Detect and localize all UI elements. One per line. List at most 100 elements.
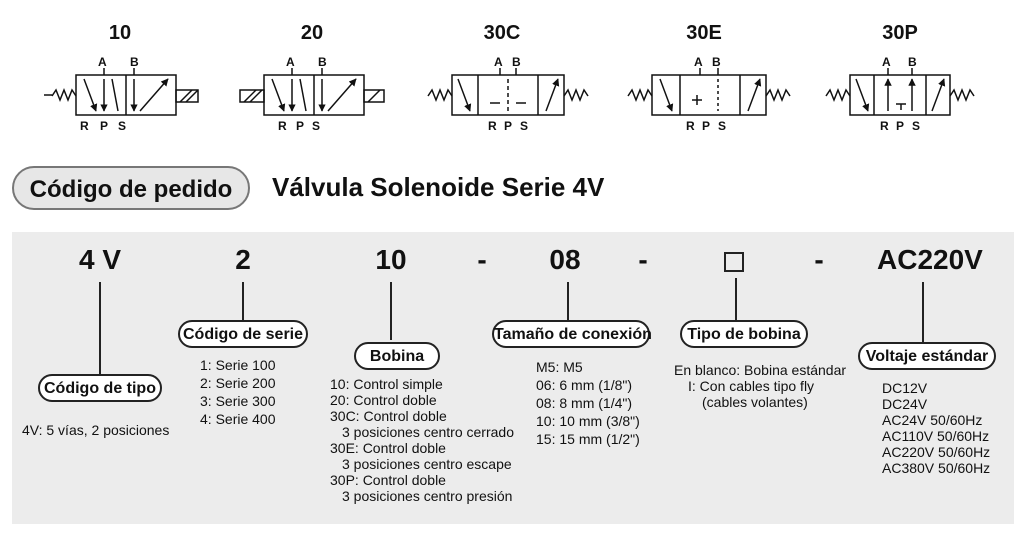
port-label: P (504, 119, 512, 133)
port-label: R (880, 119, 889, 133)
list-item: DC24V (882, 396, 928, 412)
type-code-label: Código de tipo (38, 374, 162, 402)
code-part-connection: 08 (549, 244, 581, 275)
coil-list: 10: Control simple 20: Control doble 30C… (330, 376, 514, 504)
port-label: B (908, 55, 917, 69)
code-part-series: 2 (235, 244, 251, 275)
code-separator: - (477, 244, 487, 275)
series-code-list: 1: Serie 100 2: Serie 200 3: Serie 300 4… (200, 356, 276, 428)
spring-icon (51, 87, 77, 103)
list-item: 30E: Control doble (330, 440, 446, 456)
list-item: 4V: 5 vías, 2 posiciones (22, 422, 170, 438)
connector-line (567, 282, 569, 320)
valve-symbol-30e (627, 68, 791, 116)
list-item: 3: Serie 300 (200, 393, 276, 409)
port-label: A (494, 55, 503, 69)
code-separator: - (638, 244, 648, 275)
port-label: A (98, 55, 107, 69)
list-item: 30P: Control doble (330, 472, 446, 488)
port-label: P (100, 119, 108, 133)
port-label: R (80, 119, 89, 133)
solenoid-icon (363, 89, 385, 103)
port-labels: A B R P S A B R P S A B R P S A B R P S … (80, 55, 920, 133)
list-item: 2: Serie 200 (200, 375, 276, 391)
list-item: 3 posiciones centro cerrado (342, 424, 514, 440)
port-label: P (896, 119, 904, 133)
spring-icon (949, 87, 975, 103)
code-part-type: 4 V (78, 244, 122, 275)
port-label: B (512, 55, 521, 69)
connector-line (922, 282, 924, 342)
port-label: A (286, 55, 295, 69)
list-item: 15: 15 mm (1/2") (536, 431, 640, 447)
list-item: 10: Control simple (330, 376, 443, 392)
connection-size-label: Tamaño de conexión (492, 320, 652, 348)
port-label: B (130, 55, 139, 69)
port-label: S (520, 119, 528, 133)
standard-voltage-list: DC12V DC24V AC24V 50/60Hz AC110V 50/60Hz… (882, 380, 990, 476)
valve-title-30p: 30P (882, 22, 918, 44)
list-item: 10: 10 mm (3/8") (536, 413, 640, 429)
spring-icon (427, 87, 453, 103)
list-item: M5: M5 (536, 359, 583, 375)
list-item: 08: 8 mm (1/4") (536, 395, 632, 411)
connector-line (735, 278, 737, 320)
list-item: AC220V 50/60Hz (882, 444, 991, 460)
port-label: A (694, 55, 703, 69)
empty-square-icon (724, 252, 744, 272)
code-part-coil: 10 (375, 244, 407, 275)
list-item: (cables volantes) (702, 394, 808, 410)
port-label: B (318, 55, 327, 69)
list-item: AC380V 50/60Hz (882, 460, 991, 476)
code-separator: - (814, 244, 824, 275)
standard-voltage-label: Voltaje estándar (858, 342, 996, 370)
valve-symbols: A B R P S A B R P S A B R P S A B R P S … (44, 55, 975, 133)
spring-icon (563, 87, 589, 103)
port-label: R (278, 119, 287, 133)
valve-title-30c: 30C (483, 22, 521, 44)
valve-symbol-20 (239, 68, 385, 116)
list-item: 3 posiciones centro escape (342, 456, 512, 472)
type-code-list: 4V: 5 vías, 2 posiciones (22, 422, 169, 438)
coil-label: Bobina (354, 342, 440, 370)
port-label: S (718, 119, 726, 133)
list-item: 3 posiciones centro presión (342, 488, 513, 504)
list-item: AC110V 50/60Hz (882, 428, 990, 444)
port-label: S (312, 119, 320, 133)
series-code-label: Código de serie (178, 320, 308, 348)
code-part-voltage: AC220V (877, 244, 983, 275)
port-label: S (118, 119, 126, 133)
port-label: P (702, 119, 710, 133)
spring-icon (627, 87, 653, 103)
list-item: 1: Serie 100 (200, 357, 276, 373)
valve-title-10: 10 (108, 22, 132, 44)
valve-symbol-10 (44, 68, 199, 116)
valve-symbol-30p (825, 68, 975, 116)
list-item: 4: Serie 400 (200, 411, 276, 427)
list-item: I: Con cables tipo fly (688, 378, 815, 394)
connector-line (242, 282, 244, 320)
list-item: 30C: Control doble (330, 408, 447, 424)
connector-line (390, 282, 392, 340)
port-label: R (488, 119, 497, 133)
order-code-panel (12, 232, 1014, 524)
spring-icon (825, 87, 851, 103)
coil-type-label: Tipo de bobina (680, 320, 808, 348)
order-code-pill: Código de pedido (12, 166, 250, 210)
list-item: En blanco: Bobina estándar (674, 362, 847, 378)
port-label: S (912, 119, 920, 133)
port-label: B (712, 55, 721, 69)
valve-title-20: 20 (300, 22, 324, 44)
list-item: AC24V 50/60Hz (882, 412, 983, 428)
valve-title-30e: 30E (686, 22, 722, 44)
valve-symbol-30c (427, 68, 589, 116)
coil-type-list: En blanco: Bobina estándar I: Con cables… (674, 362, 846, 410)
page-title: Válvula Solenoide Serie 4V (272, 172, 605, 202)
list-item: 06: 6 mm (1/8") (536, 377, 632, 393)
port-label: A (882, 55, 891, 69)
port-label: P (296, 119, 304, 133)
connector-line (99, 282, 101, 374)
list-item: DC12V (882, 380, 928, 396)
port-label: R (686, 119, 695, 133)
spring-icon (765, 87, 791, 103)
